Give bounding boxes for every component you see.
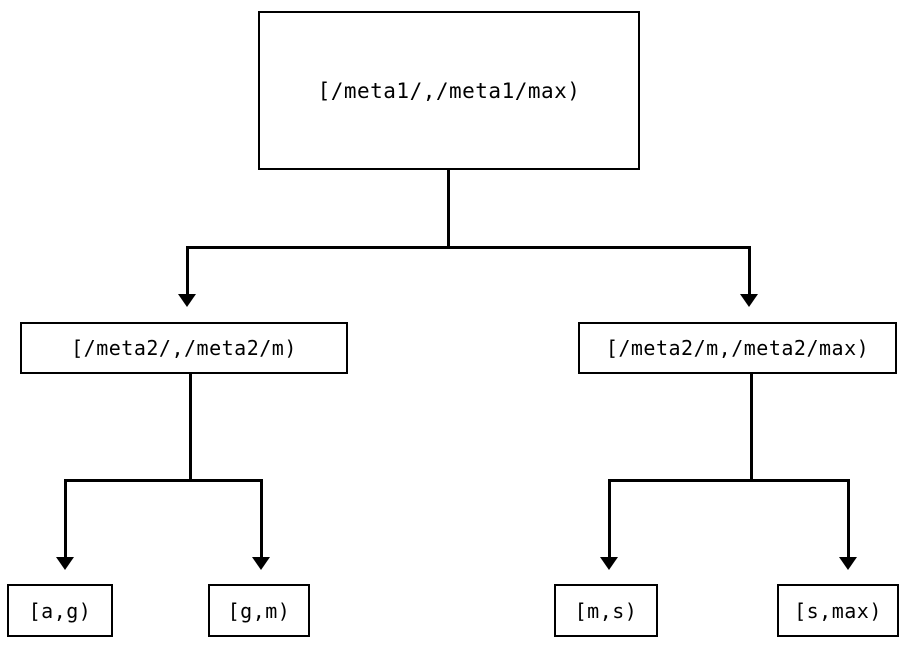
- edge-l2-right-bus: [608, 479, 850, 482]
- edge-l2-left-bus: [64, 479, 263, 482]
- edge-root-to-l2-right: [748, 246, 751, 296]
- edge-l2-right-stem: [750, 374, 753, 482]
- tree-node-leaf-s-max-label: [s,max): [794, 598, 882, 623]
- tree-node-leaf-m-s[interactable]: [m,s): [554, 584, 658, 637]
- edge-l2-right-to-leaf-smax: [847, 479, 850, 559]
- tree-node-leaf-g-m-label: [g,m): [227, 598, 291, 623]
- arrowhead-l2-right-to-leaf-smax: [839, 557, 857, 570]
- arrowhead-root-to-l2-right: [740, 294, 758, 307]
- edge-l2-left-to-leaf-ag: [64, 479, 67, 559]
- tree-node-leaf-a-g[interactable]: [a,g): [7, 584, 113, 637]
- tree-node-level2-left-label: [/meta2/,/meta2/m): [71, 336, 297, 360]
- tree-node-leaf-s-max[interactable]: [s,max): [777, 584, 899, 637]
- tree-node-level2-left[interactable]: [/meta2/,/meta2/m): [20, 322, 348, 374]
- tree-node-level2-right[interactable]: [/meta2/m,/meta2/max): [578, 322, 897, 374]
- arrowhead-l2-left-to-leaf-ag: [56, 557, 74, 570]
- tree-node-leaf-g-m[interactable]: [g,m): [208, 584, 310, 637]
- edge-l2-left-to-leaf-gm: [260, 479, 263, 559]
- edge-root-stem: [447, 170, 450, 248]
- tree-node-leaf-m-s-label: [m,s): [574, 598, 638, 623]
- edge-l2-left-stem: [189, 374, 192, 482]
- arrowhead-l2-right-to-leaf-ms: [600, 557, 618, 570]
- edge-l2-right-to-leaf-ms: [608, 479, 611, 559]
- arrowhead-root-to-l2-left: [178, 294, 196, 307]
- arrowhead-l2-left-to-leaf-gm: [252, 557, 270, 570]
- tree-node-leaf-a-g-label: [a,g): [28, 598, 92, 623]
- tree-node-root-label: [/meta1/,/meta1/max): [317, 78, 581, 103]
- edge-root-to-l2-left: [186, 246, 189, 296]
- tree-node-level2-right-label: [/meta2/m,/meta2/max): [605, 336, 870, 360]
- edge-root-bus: [186, 246, 751, 249]
- tree-node-root[interactable]: [/meta1/,/meta1/max): [258, 11, 640, 170]
